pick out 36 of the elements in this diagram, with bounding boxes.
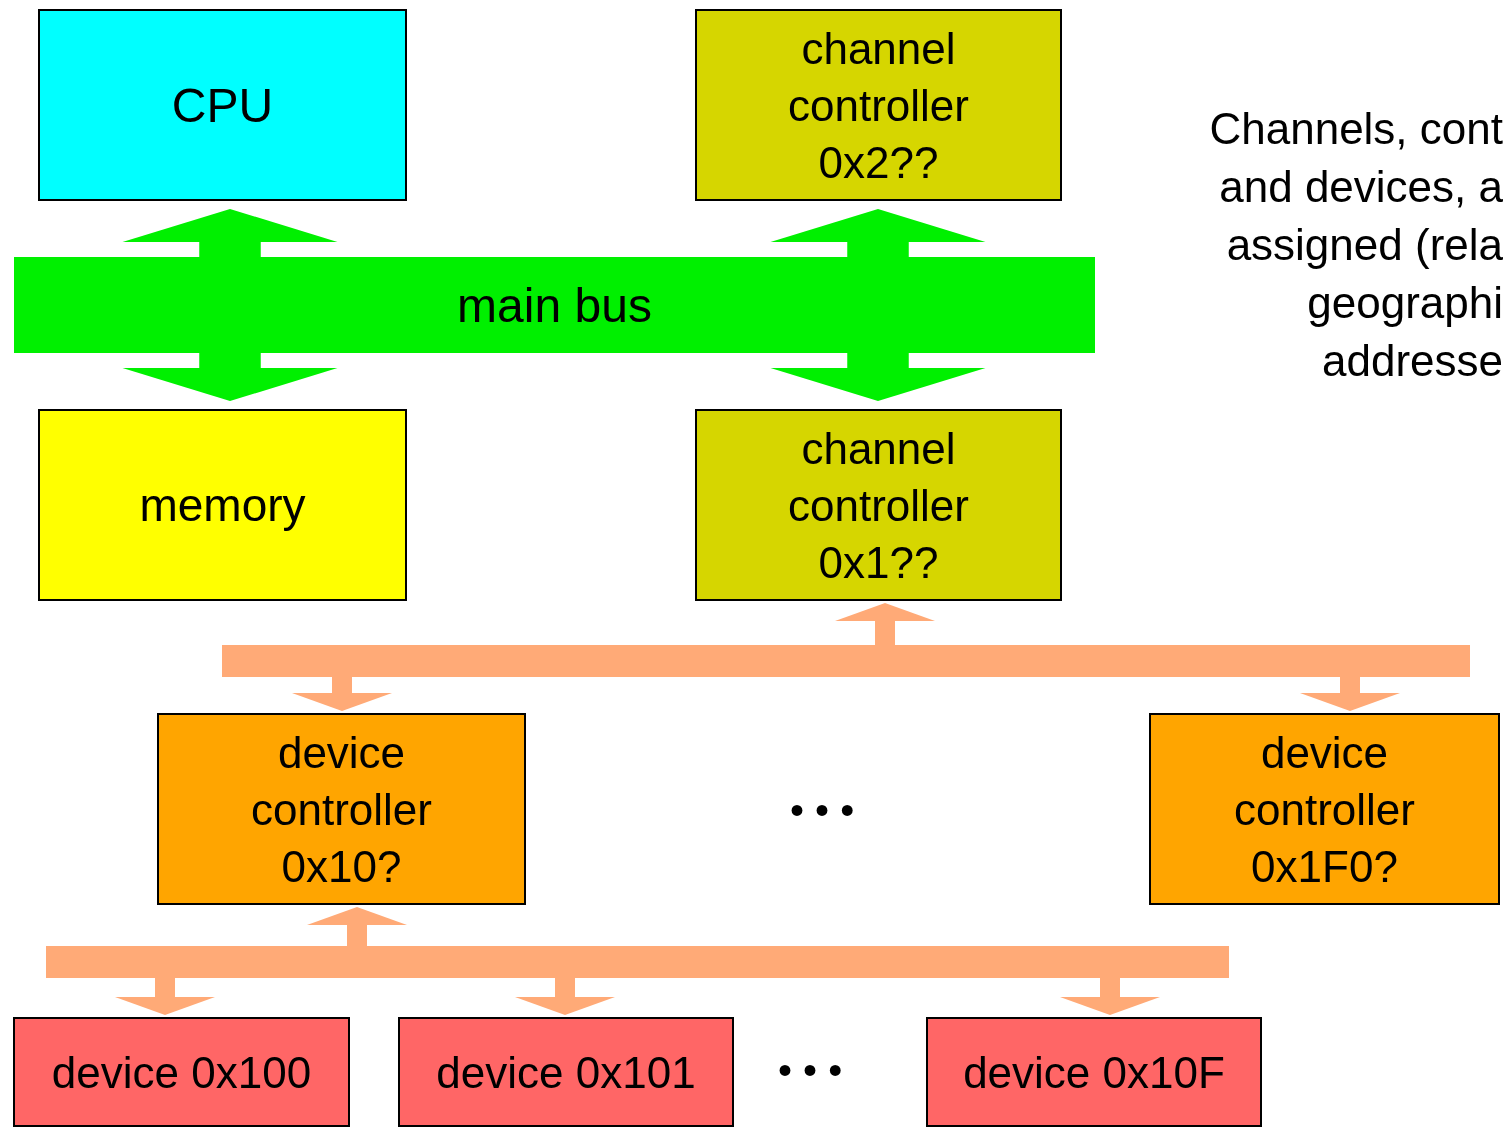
component-box [695,409,1062,601]
arrow [307,907,407,946]
bus-arrow [122,353,338,401]
component-box [38,9,407,201]
bus-arrow [770,353,986,401]
component-label: device 0x101 [436,1046,696,1099]
arrow [1300,677,1400,711]
component-box [38,409,407,601]
component-label: device controller 0x10? [250,726,433,893]
component-box [157,713,526,905]
component-box [926,1017,1262,1127]
bus-band [14,257,1095,353]
component-label: CPU [171,77,274,134]
ellipsis-mark: • • • [778,1047,843,1094]
arrow [835,603,935,645]
ellipsis-mark: • • • [790,787,855,834]
arrow [515,978,615,1015]
component-box [695,9,1062,201]
bus-label: main bus [457,277,652,334]
component-label: device controller 0x1F0? [1233,726,1416,893]
bus-bar [222,645,1470,677]
arrow [1060,978,1160,1015]
component-label: memory [139,477,306,533]
arrow [292,677,392,711]
component-box [13,1017,350,1127]
bus-arrow [122,209,338,257]
bus-bar [46,946,1229,978]
component-label: device 0x10F [963,1046,1225,1099]
note-text: Channels, cont and devices, a assigned (rela geographi addresse [1208,103,1503,387]
bus-arrow [770,209,986,257]
arrow [115,978,215,1015]
component-box [1149,713,1500,905]
component-label: device 0x100 [51,1046,312,1099]
component-label: channel controller 0x1?? [787,422,970,589]
component-label: channel controller 0x2?? [787,22,970,189]
component-box [398,1017,734,1127]
